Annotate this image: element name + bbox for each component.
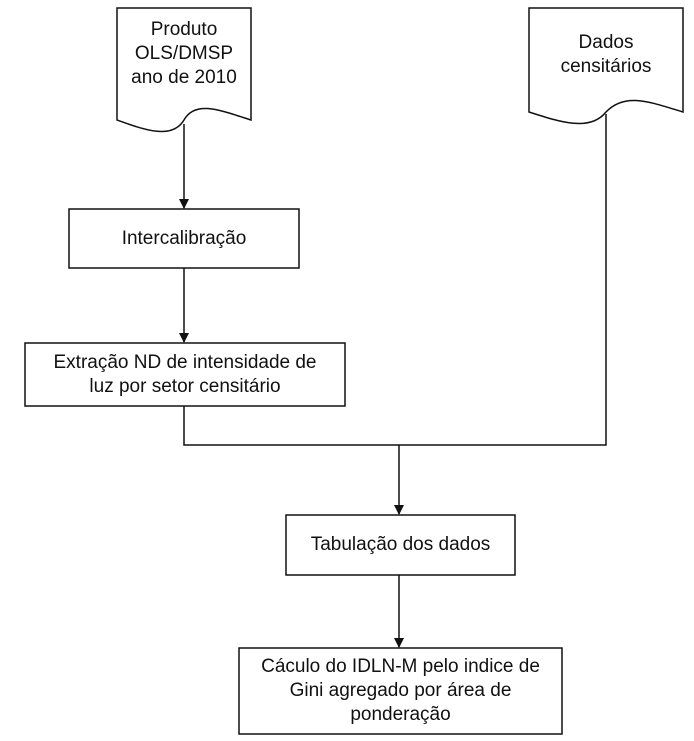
node-calculo-shape [238,647,563,735]
node-calculo-label: Cáculo do IDLN-M pelo indice de Gini agr… [261,656,540,725]
node-tabulacao-shape [285,514,516,576]
node-produto-shape [116,7,252,133]
edge-extracao-merge [183,114,607,446]
node-produto-label: Produto OLS/DMSP ano de 2010 [131,19,237,88]
node-tabulacao-label: Tabulação dos dados [310,534,491,555]
node-intercal-label: Intercalibração [121,227,247,249]
node-extracao-label: Extração ND de intensidade de luz por se… [53,351,317,397]
node-intercal-shape [68,208,300,269]
node-extracao-shape [24,342,346,407]
node-dados-label: Dados censitários [560,32,652,77]
node-dados-shape [528,7,684,125]
